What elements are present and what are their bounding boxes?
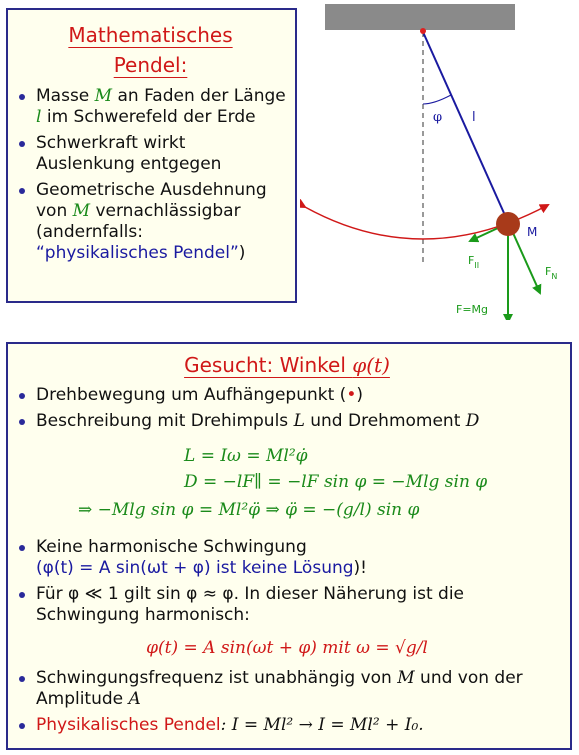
list-item: Geometrische Ausdehnung von M vernachläs… xyxy=(14,180,287,264)
pivot-point xyxy=(420,28,426,34)
list-item: Drehbewegung um Aufhängepunkt (•) xyxy=(14,385,560,406)
analysis-box: Gesucht: Winkel φ(t) Drehbewegung um Auf… xyxy=(6,342,572,750)
equation-block: L = Iω = Ml²φ̇ D = −lF∥ = −lF sin φ = −M… xyxy=(14,432,560,532)
equation-motion: ⇒ −Mlg sin φ = Ml²φ̈ ⇒ φ̈ = −(g/l) sin φ xyxy=(78,500,420,520)
title-line-1: Mathematisches xyxy=(68,23,233,47)
list-item: Schwerkraft wirkt Auslenkung entgegen xyxy=(14,133,287,175)
angle-arc xyxy=(422,94,452,105)
force-gravity-label: F=Mg xyxy=(456,303,488,316)
title-line-2: Pendel: xyxy=(113,53,188,77)
force-parallel-arrow xyxy=(468,227,499,243)
pendulum-mass xyxy=(496,212,520,236)
force-normal-arrow xyxy=(508,223,542,295)
list-item: Keine harmonische Schwingung(φ(t) = A si… xyxy=(14,537,560,579)
box2-title: Gesucht: Winkel φ(t) xyxy=(184,353,390,377)
pendulum-diagram: φ l M FII FN F=Mg xyxy=(300,4,557,320)
list-item: Masse M an Faden der Länge l im Schweref… xyxy=(14,86,287,128)
mass-label: M xyxy=(527,225,537,239)
definition-box: Mathematisches Pendel: Masse M an Faden … xyxy=(6,8,297,303)
equation-harmonic: φ(t) = A sin(ωt + φ) mit ω = √g/l xyxy=(146,638,428,658)
force-normal-label: FN xyxy=(545,265,557,281)
length-label: l xyxy=(472,110,476,125)
box1-title: Mathematisches Pendel: xyxy=(14,20,287,80)
force-parallel-label: FII xyxy=(468,254,479,270)
phi-label: φ xyxy=(433,110,442,125)
ceiling xyxy=(325,4,515,30)
equation-torque: D = −lF∥ = −lF sin φ = −Mlg sin φ xyxy=(184,472,488,492)
list-item: Für φ ≪ 1 gilt sin φ ≈ φ. In dieser Nähe… xyxy=(14,584,560,626)
list-item: Beschreibung mit Drehimpuls L und Drehmo… xyxy=(14,411,560,432)
pendulum-string xyxy=(422,31,509,223)
equation-angular-momentum: L = Iω = Ml²φ̇ xyxy=(184,446,308,466)
list-item: Physikalisches Pendel: I = Ml² → I = Ml²… xyxy=(14,715,560,736)
list-item: Schwingungsfrequenz ist unabhängig von M… xyxy=(14,668,560,710)
